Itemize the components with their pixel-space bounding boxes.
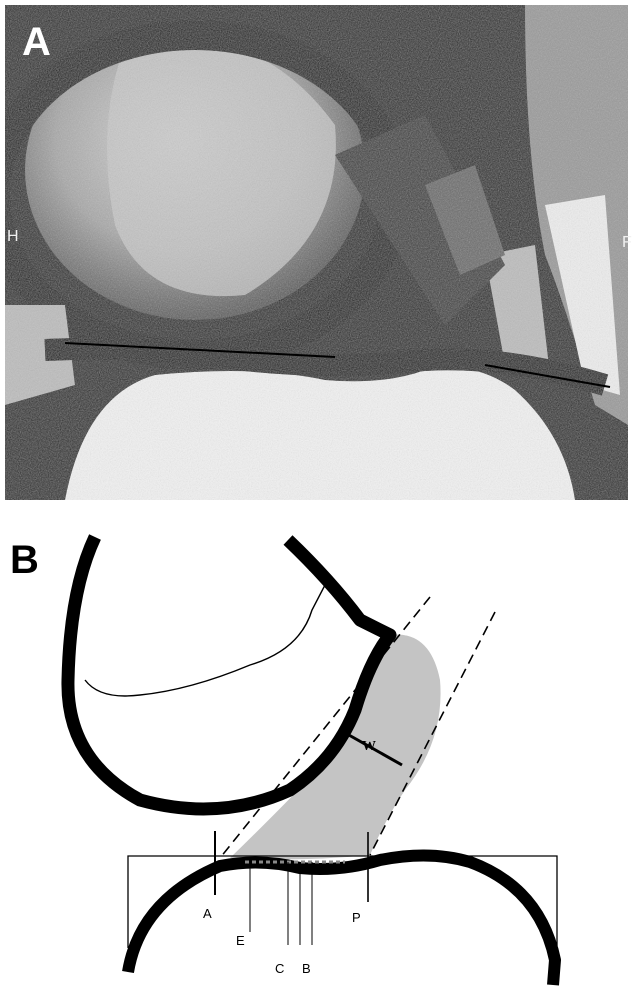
mri-image <box>5 5 628 500</box>
marker-label-c: C <box>275 961 284 976</box>
joint-schematic: W A E C B P <box>0 500 634 994</box>
right-orientation-mark: F <box>622 234 632 252</box>
marker-label-e: E <box>236 933 245 948</box>
panel-a-label: A <box>22 22 51 62</box>
marker-label-b: B <box>302 961 311 976</box>
left-orientation-mark: H <box>7 228 19 246</box>
inner-contour <box>85 585 325 696</box>
marker-label-a: A <box>203 906 212 921</box>
tibia-outline <box>128 855 555 985</box>
marker-label-p: P <box>352 910 361 925</box>
width-label: W <box>362 739 376 754</box>
